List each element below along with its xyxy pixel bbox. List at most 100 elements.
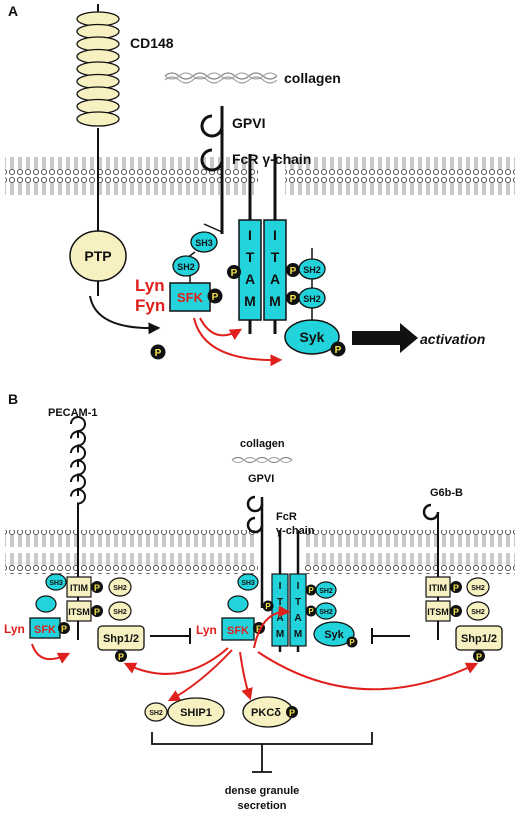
sh3-label-bc: SH3 xyxy=(241,580,255,587)
syk-sh2-label-b2: SH2 xyxy=(319,609,333,616)
collagen-fiber-a xyxy=(164,72,278,84)
syk-complex-a: SH2 SH2 Syk P xyxy=(284,248,346,357)
syk-sh2-label-1: SH2 xyxy=(303,265,321,275)
syk-sh2-label-b1: SH2 xyxy=(319,588,333,595)
cd148-domain xyxy=(76,111,120,127)
phosphate-label: P xyxy=(308,607,314,616)
pecam-1-ig-domains xyxy=(70,416,86,511)
lyn-label-bl: Lyn xyxy=(4,622,25,636)
shp-sh2-label: SH2 xyxy=(113,609,127,616)
activation-label: activation xyxy=(420,331,485,347)
panel-b: B PECAM-1 ITIM ITSM P P SH3 xyxy=(4,391,515,812)
sfk-to-syk-arrow xyxy=(193,317,283,367)
sfk-to-shp-left-arrow xyxy=(123,647,229,675)
itsm-label-r: ITSM xyxy=(427,607,449,617)
secretion-label: secretion xyxy=(238,800,287,812)
sh3-label-bl: SH3 xyxy=(49,580,63,587)
itam-letter: T xyxy=(271,249,280,265)
phosphate-label: P xyxy=(94,607,100,617)
phosphate-label: P xyxy=(349,638,355,647)
phosphate-label: P xyxy=(212,292,219,303)
itam-letter: A xyxy=(245,271,255,287)
sh2-domain-a xyxy=(172,255,200,277)
itam-letter: I xyxy=(248,227,252,243)
g6b-label: G6b-B xyxy=(430,487,463,499)
shp-complex-b-left: SH2 SH2 Shp1/2 P xyxy=(97,577,145,662)
sfk-label-bc: SFK xyxy=(227,625,249,637)
itam-letter: I xyxy=(297,581,300,592)
sh3-domain-a xyxy=(190,231,218,253)
shp-sh2-label: SH2 xyxy=(471,609,485,616)
ptp-label: PTP xyxy=(84,248,111,264)
syk-label-b: Syk xyxy=(324,629,344,641)
lyn-label-bc: Lyn xyxy=(196,623,217,637)
panel-b-label: B xyxy=(8,391,18,407)
itim-label-r: ITIM xyxy=(429,583,447,593)
sfk-label-a: SFK xyxy=(177,290,204,305)
syk-kinase-a xyxy=(284,319,340,355)
itsm-label: ITSM xyxy=(68,607,90,617)
sh3-label-a: SH3 xyxy=(195,238,213,248)
cd148-receptor: PTP xyxy=(69,4,161,335)
itam-letter: M xyxy=(276,629,284,640)
lyn-label-a: Lyn xyxy=(135,276,165,295)
itam-letter: A xyxy=(276,613,283,624)
phosphate-label: P xyxy=(290,266,297,277)
phosphate-label: P xyxy=(453,607,459,617)
fcr-label-b1: FcR xyxy=(276,511,297,523)
pecam-ig-loop xyxy=(70,488,86,511)
bracket xyxy=(151,732,373,745)
phosphate-label: P xyxy=(61,624,67,634)
itam-letter: I xyxy=(279,581,282,592)
phosphate-sfk-a xyxy=(207,288,223,304)
itam-letter: A xyxy=(270,271,280,287)
shp-label-br: Shp1/2 xyxy=(461,633,497,645)
membrane-a xyxy=(5,154,515,198)
ship1-sh2-label: SH2 xyxy=(149,710,163,717)
pecam-itim-itsm: ITIM ITSM P P xyxy=(66,576,103,622)
phosphate-label: P xyxy=(289,708,295,718)
ship1-label: SHIP1 xyxy=(180,707,212,719)
shp-complex-b-right: SH2 SH2 Shp1/2 P xyxy=(455,577,503,662)
gpvi-label: GPVI xyxy=(232,115,265,131)
sfk-label-bl: SFK xyxy=(34,624,56,636)
itam-letter: M xyxy=(269,293,281,309)
phosphate-label: P xyxy=(256,624,262,634)
phosphate-syk-a xyxy=(330,341,346,357)
sfk-complex-a: SH3 SH2 SFK P xyxy=(169,223,223,312)
collagen-fiber-b xyxy=(231,456,293,464)
phosphate-label: P xyxy=(476,652,482,662)
sfk-to-itam-b-arrow xyxy=(253,605,291,649)
collagen-label-b: collagen xyxy=(240,438,285,450)
sfk-complex-b-center: SH3 SFK P xyxy=(221,573,265,641)
cd148-extracellular-domains xyxy=(76,11,120,127)
itam-letter: T xyxy=(246,249,255,265)
gpvi-label-b: GPVI xyxy=(248,473,274,485)
dense-granule-label: dense granule xyxy=(225,785,300,797)
itam-letter: M xyxy=(294,629,302,640)
sfk-to-pkcd-arrow xyxy=(239,651,253,701)
fyn-label-a: Fyn xyxy=(135,296,165,315)
panel-a-label: A xyxy=(8,3,18,19)
shp-sh2-label: SH2 xyxy=(471,585,485,592)
itam-letter: T xyxy=(277,597,283,608)
cd148-label: CD148 xyxy=(130,35,174,51)
phosphate-label: P xyxy=(308,586,314,595)
phosphate-label: P xyxy=(290,294,297,305)
phosphate-label: P xyxy=(231,268,238,279)
itam-letter: A xyxy=(294,613,301,624)
pecam-label: PECAM-1 xyxy=(48,407,98,419)
sfk-to-itam-arrow xyxy=(199,317,243,340)
pkcd-label: PKCδ xyxy=(251,707,281,719)
sfk-to-shp-right-arrow xyxy=(257,651,479,691)
pecam-ig-loop xyxy=(70,445,86,467)
sh2-label-a: SH2 xyxy=(177,262,195,272)
pkcd-complex: PKCδ P xyxy=(242,696,298,728)
phosphate-label: P xyxy=(94,583,100,593)
collagen-label-a: collagen xyxy=(284,70,341,86)
pecam-ig-loop xyxy=(70,430,86,453)
